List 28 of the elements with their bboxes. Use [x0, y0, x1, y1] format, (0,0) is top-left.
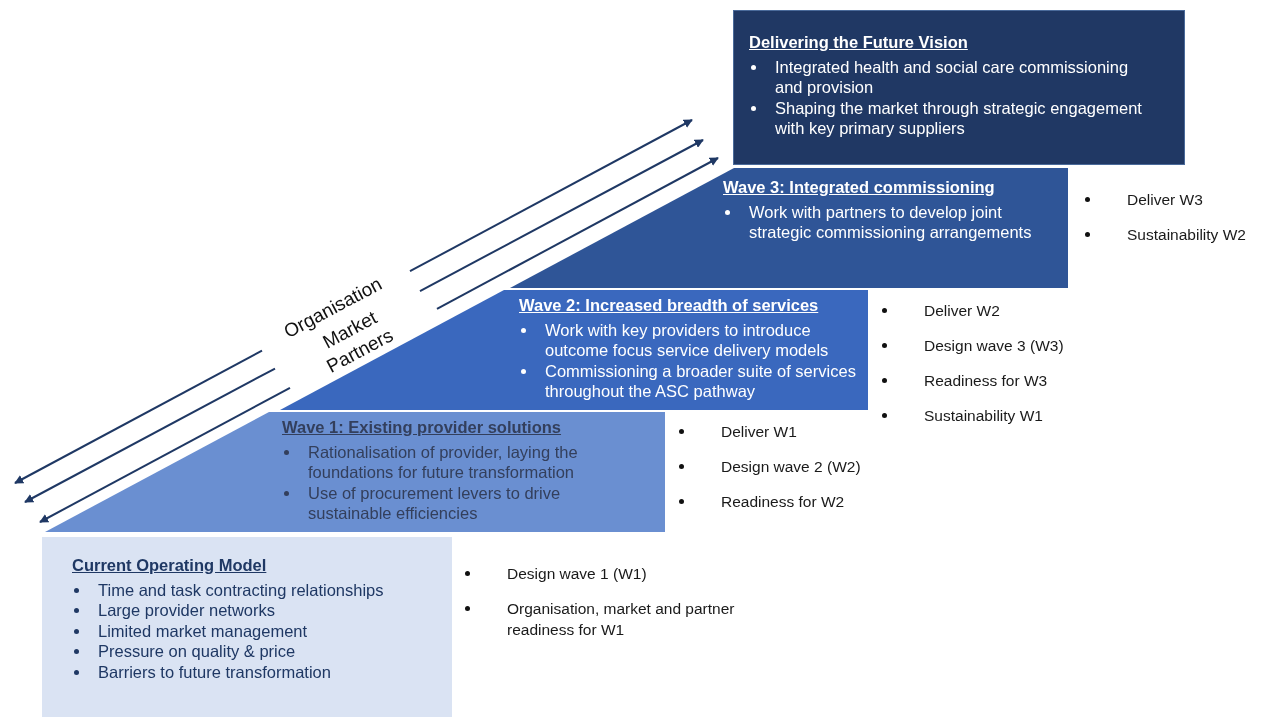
readiness-item: Design wave 2 (W2) — [721, 458, 861, 475]
bullet-text: Limited market management — [98, 621, 308, 640]
stage-heading: Delivering the Future Vision — [749, 32, 969, 53]
bullet-text: Time and task contracting relationships — [98, 580, 384, 599]
bullet-text: Work with key providers to introduce outcome focus service delivery models — [545, 320, 829, 359]
stage-heading: Wave 2: Increased breadth of services — [519, 295, 820, 316]
stage-heading: Wave 1: Existing provider solutions — [282, 417, 563, 438]
bullet-text: Large provider networks — [98, 601, 275, 619]
readiness-item: Deliver W2 — [924, 302, 1000, 319]
bullet-text: Rationalisation of provider, laying the foundations for future transformation — [308, 442, 578, 481]
readiness-item: Design wave 3 (W3) — [924, 337, 1064, 354]
bullet-text: Barriers to future transformation — [98, 662, 331, 681]
bullet-text: Pressure on quality & price — [98, 642, 296, 660]
bullet-text: Use of procurement levers to drive sustainable efficiencies — [308, 483, 561, 522]
stage-heading: Current Operating Model — [72, 555, 268, 576]
bullet-text: Commissioning a broader suite of services throughout the ASC pathway — [545, 361, 856, 400]
readiness-item: Deliver W3 — [1127, 191, 1203, 208]
bullet-text: Shaping the market through strategic engagement with key primary suppliers — [775, 98, 1142, 137]
readiness-item: Readiness for W3 — [924, 372, 1048, 389]
readiness-item: Deliver W1 — [721, 423, 797, 440]
readiness-item: Organisation, market and partner readiness for W1 — [507, 600, 735, 638]
bullet-text: Integrated health and social care commissioning and provision — [775, 57, 1129, 96]
readiness-item: Readiness for W2 — [721, 493, 845, 510]
readiness-item: Design wave 1 (W1) — [507, 565, 647, 582]
readiness-item: Sustainability W2 — [1127, 226, 1246, 243]
bullet-text: Work with partners to develop joint strategic commissioning arrangements — [749, 202, 1032, 241]
stage-heading: Wave 3: Integrated commissioning — [723, 177, 996, 198]
readiness-item: Sustainability W1 — [924, 407, 1043, 424]
